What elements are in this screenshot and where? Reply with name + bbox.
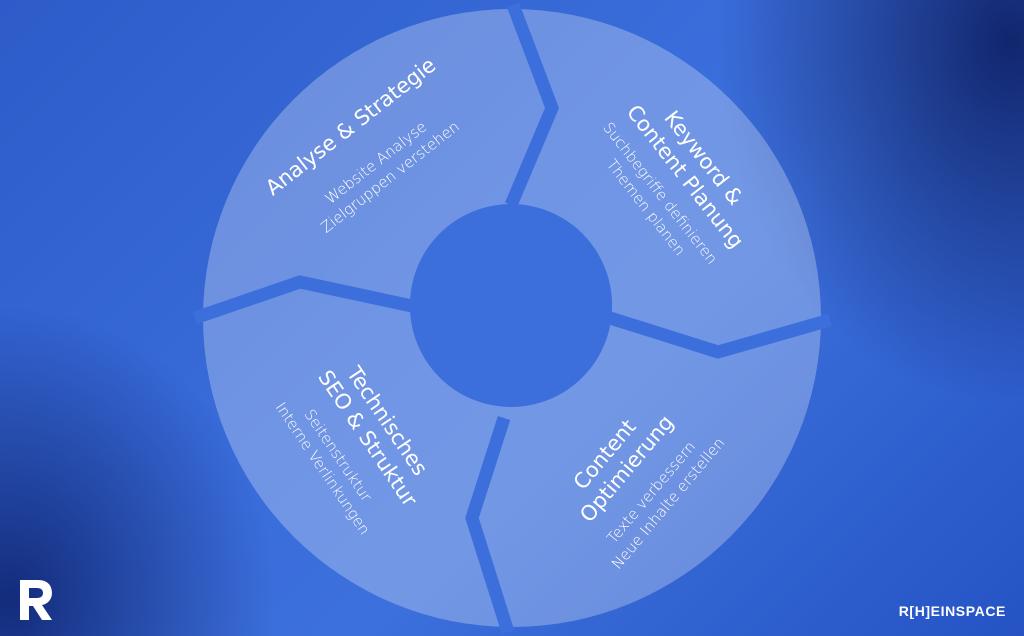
separators: [192, 2, 832, 634]
separator-left: [192, 275, 414, 325]
center-hub: [410, 204, 612, 406]
brand-name: R[H]EINSPACE: [898, 603, 1006, 619]
separator-top: [505, 2, 560, 208]
cycle-ring: [203, 9, 821, 627]
r-logo-icon: [20, 580, 52, 620]
separator-right: [608, 311, 832, 359]
separator-bottom: [465, 416, 515, 634]
segments: [203, 9, 821, 627]
